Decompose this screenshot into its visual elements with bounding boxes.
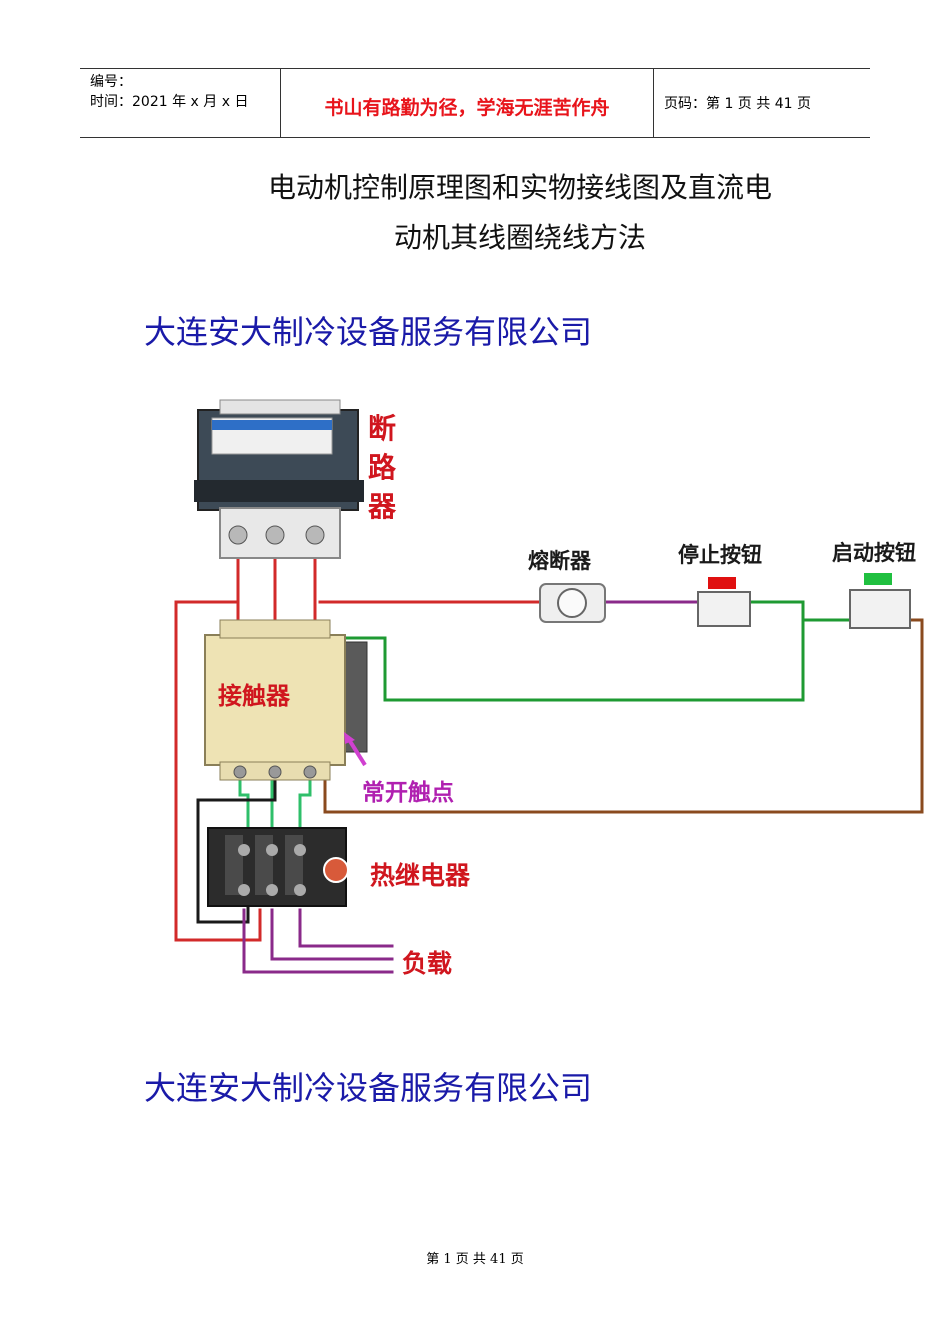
wire-purple-load-3 xyxy=(298,908,394,948)
page-info: 页码：第 1 页 共 41 页 xyxy=(664,96,811,112)
doc-number-label: 编号： xyxy=(90,74,132,90)
label-fuse: 熔断器 xyxy=(528,549,592,573)
wiring-diagram: 断 路 器 熔断器 停止按钮 启动按钮 接触器 常开触点 xyxy=(174,399,924,978)
wire-green-stop-start xyxy=(748,600,852,622)
wire-green-c3 xyxy=(298,773,312,832)
document-title-line-1: 电动机控制原理图和实物接线图及直流电 xyxy=(267,171,772,204)
document-title-line-2: 动机其线圈绕线方法 xyxy=(393,221,646,254)
header-table: 编号： 时间：2021 年 x 月 x 日 书山有路勤为径，学海无涯苦作舟 页码… xyxy=(80,68,870,138)
wire-brown-return xyxy=(323,618,924,814)
label-breaker-3: 器 xyxy=(367,490,397,523)
label-start-button: 启动按钮 xyxy=(832,541,916,565)
contactor xyxy=(204,619,368,781)
label-stop-button: 停止按钮 xyxy=(678,543,762,567)
wire-green-to-contact xyxy=(343,618,805,702)
wire-purple-load-1 xyxy=(242,908,394,974)
label-contactor: 接触器 xyxy=(218,682,291,710)
fuse xyxy=(539,583,606,623)
label-thermal-relay: 热继电器 xyxy=(370,861,471,890)
motto: 书山有路勤为径，学海无涯苦作舟 xyxy=(324,97,610,119)
label-breaker-2: 路 xyxy=(368,451,397,484)
thermal-relay xyxy=(207,827,349,907)
wire-green-c1 xyxy=(238,773,250,832)
label-breaker-1: 断 xyxy=(368,412,396,445)
header-motto-cell: 书山有路勤为径，学海无涯苦作舟 xyxy=(281,69,654,137)
page-footer: 第 1 页 共 41 页 xyxy=(426,1252,524,1267)
no-contact-arrowhead xyxy=(344,732,355,744)
company-name-bottom: 大连安大制冷设备服务有限公司 xyxy=(144,1069,593,1107)
stop-button xyxy=(697,577,751,627)
no-contact-arrow xyxy=(346,736,367,767)
company-name-top: 大连安大制冷设备服务有限公司 xyxy=(144,313,593,351)
wire-black xyxy=(196,778,277,924)
circuit-breaker xyxy=(194,399,364,559)
header-meta-cell: 编号： 时间：2021 年 x 月 x 日 xyxy=(80,69,281,137)
start-button xyxy=(849,573,911,629)
doc-time-label: 时间：2021 年 x 月 x 日 xyxy=(90,94,249,110)
label-load: 负载 xyxy=(402,949,452,978)
wire-purple-load-2 xyxy=(270,908,394,961)
header-page-cell: 页码：第 1 页 共 41 页 xyxy=(654,69,870,137)
label-no-contact: 常开触点 xyxy=(362,779,454,806)
